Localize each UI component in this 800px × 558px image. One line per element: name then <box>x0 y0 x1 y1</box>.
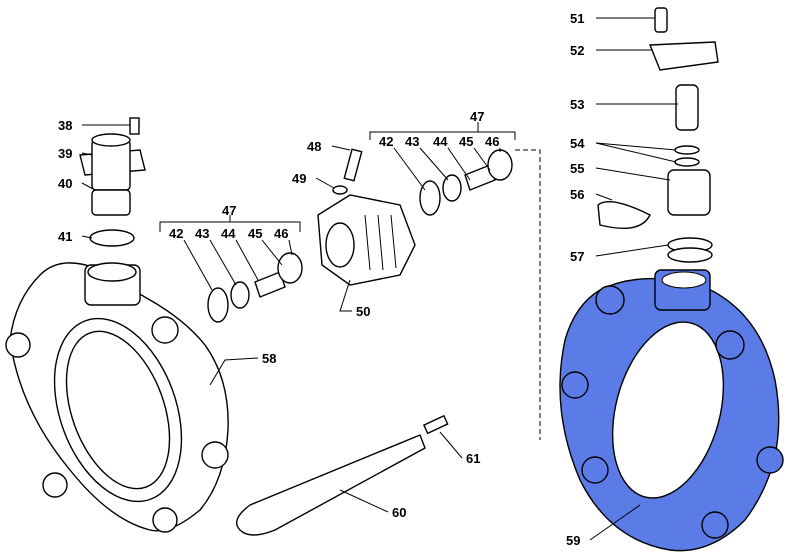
leader-lines <box>81 17 678 541</box>
label-48: 48 <box>307 139 321 154</box>
label-44-lower: 44 <box>221 226 236 241</box>
label-45-lower: 45 <box>248 226 262 241</box>
label-49: 49 <box>292 171 306 186</box>
valve-assembly-lower <box>207 252 303 323</box>
valve-block-50 <box>317 194 416 286</box>
outlet-fitting-right <box>597 7 719 263</box>
label-43-lower: 43 <box>195 226 209 241</box>
label-39: 39 <box>58 146 72 161</box>
label-55: 55 <box>570 161 584 176</box>
label-38: 38 <box>58 118 72 133</box>
inlet-fitting-left <box>79 117 146 247</box>
label-57: 57 <box>570 249 584 264</box>
label-50: 50 <box>356 304 370 319</box>
label-42-upper: 42 <box>379 134 393 149</box>
label-43-upper: 43 <box>405 134 419 149</box>
label-44-upper: 44 <box>433 134 448 149</box>
label-52: 52 <box>570 43 584 58</box>
label-56: 56 <box>570 187 584 202</box>
part-number-labels: 51 52 53 54 55 56 57 38 39 40 41 47 42 4… <box>58 11 585 548</box>
strap-60-bolt-61 <box>236 414 449 536</box>
label-58: 58 <box>262 351 276 366</box>
label-60: 60 <box>392 505 406 520</box>
label-46-lower: 46 <box>274 226 288 241</box>
label-47-lower: 47 <box>222 203 236 218</box>
label-46-upper: 46 <box>485 134 499 149</box>
label-42-lower: 42 <box>169 226 183 241</box>
label-61: 61 <box>466 451 480 466</box>
bolt-48-washer-49 <box>332 148 363 195</box>
label-53: 53 <box>570 97 584 112</box>
assembly-axis-line <box>515 149 541 440</box>
valve-assembly-upper <box>419 149 513 216</box>
label-51: 51 <box>570 11 584 26</box>
label-40: 40 <box>58 176 72 191</box>
label-59: 59 <box>566 533 580 548</box>
label-41: 41 <box>58 229 72 244</box>
label-54: 54 <box>570 136 585 151</box>
label-45-upper: 45 <box>459 134 473 149</box>
manifold-body-58 <box>5 262 229 533</box>
manifold-body-59-highlighted <box>559 269 784 552</box>
label-47-upper: 47 <box>470 109 484 124</box>
